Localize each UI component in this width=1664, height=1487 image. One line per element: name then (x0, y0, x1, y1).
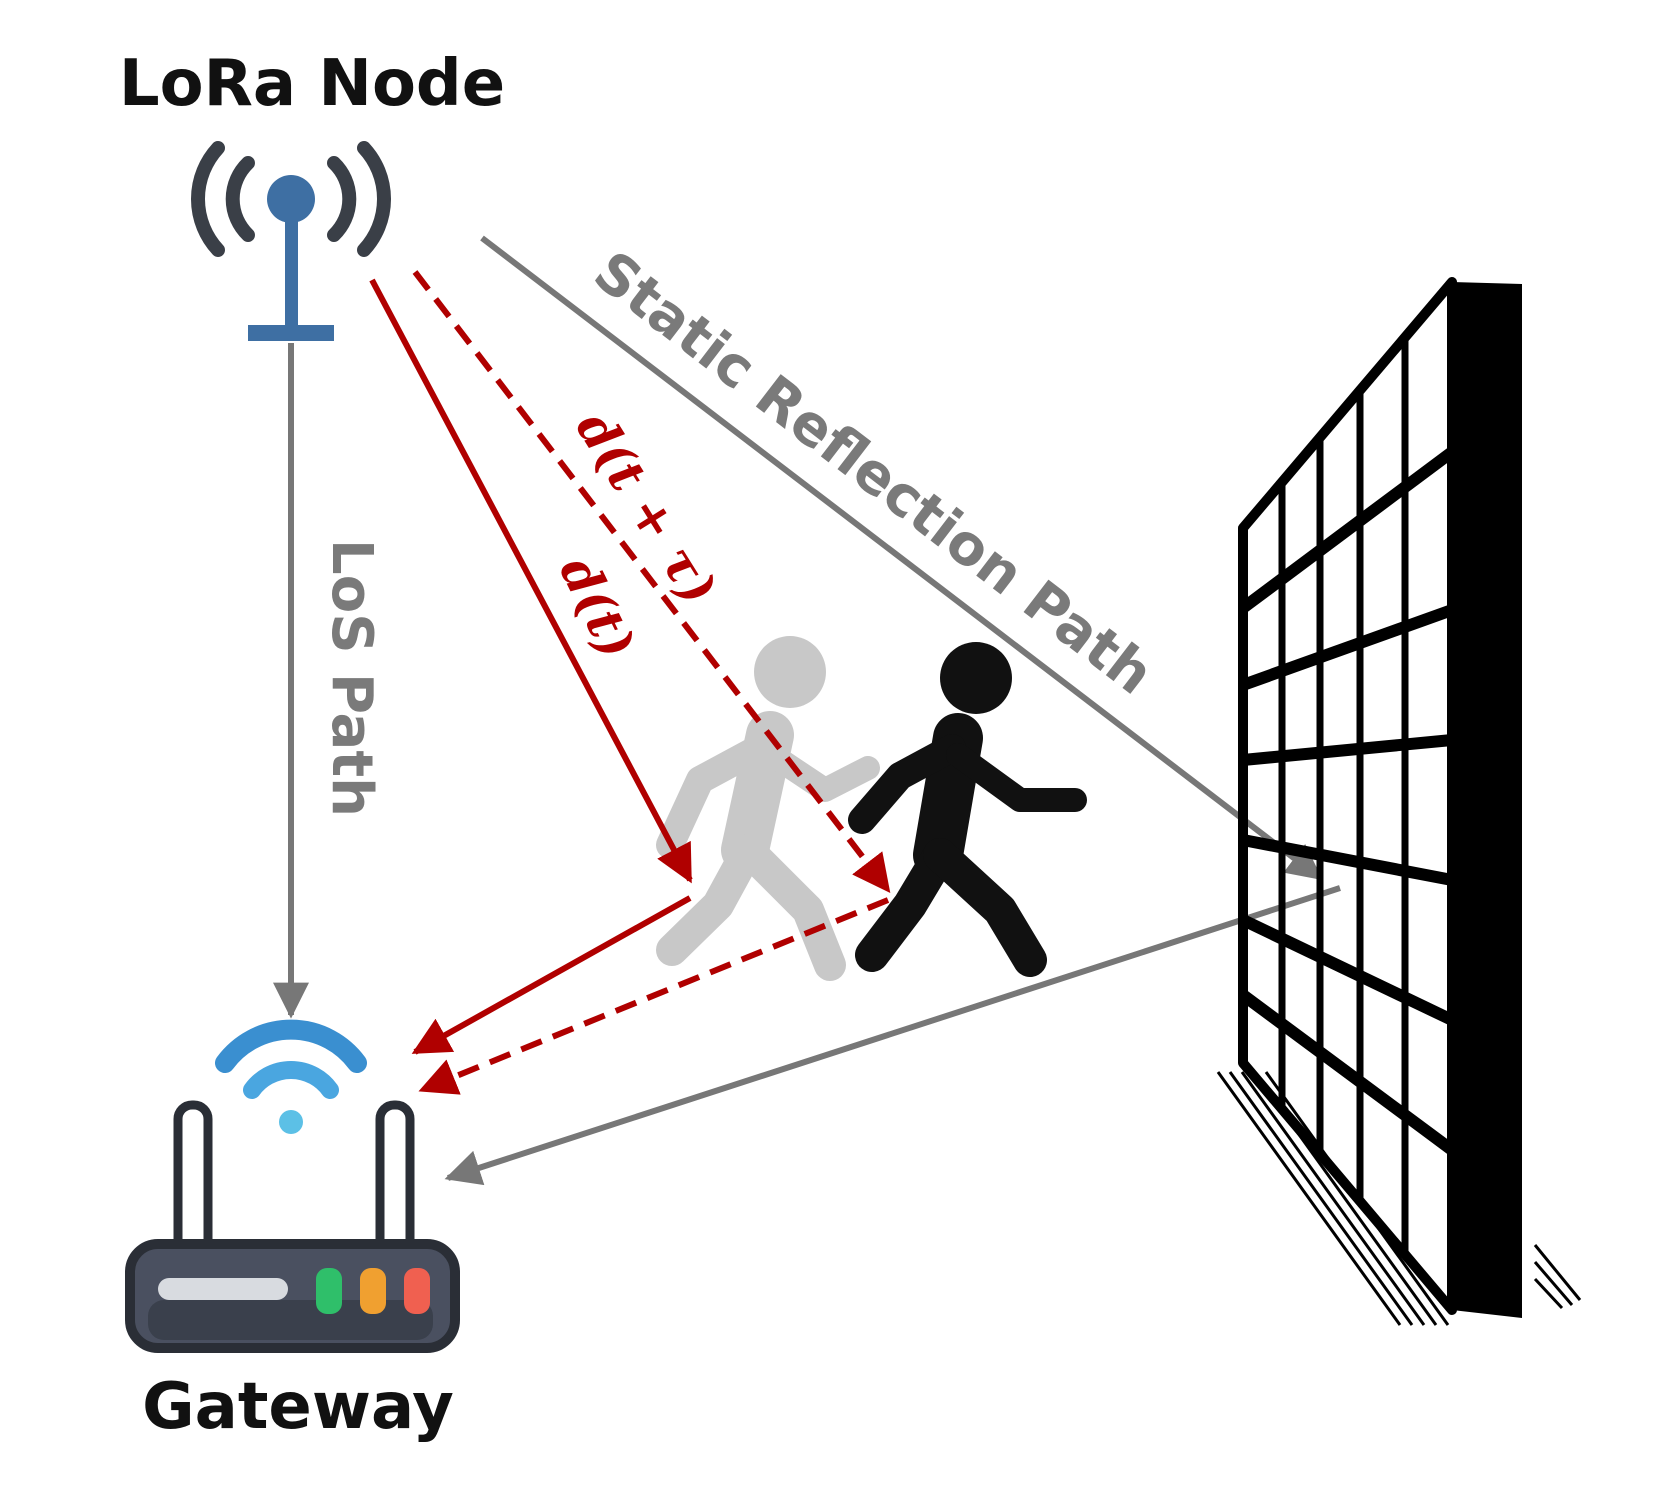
dynamic-path-t-tau-reflected (418, 897, 890, 1095)
dynamic-path-t-label: d(t) (548, 547, 647, 668)
signal-arcs (190, 141, 392, 257)
wall-icon (1216, 277, 1582, 1326)
dynamic-path-t-incident (369, 278, 693, 884)
dynamic-path-t-reflected (411, 895, 692, 1055)
dynamic-path-t-tau-incident (412, 270, 891, 894)
walking-person-ghost-icon (656, 636, 880, 981)
ground-hatch (1216, 1071, 1582, 1326)
los-path-label: LoS Path (319, 539, 384, 817)
static-reflection-label: Static Reflection Path (582, 239, 1165, 708)
static-path-reflected (444, 885, 1341, 1186)
wifi-icon (215, 1019, 367, 1134)
walking-person-icon (848, 642, 1087, 977)
static-path-incident (480, 235, 1323, 881)
antenna-icon (190, 141, 392, 341)
gateway-label: Gateway (142, 1370, 454, 1444)
router-icon (125, 1100, 460, 1353)
lora-node-label: LoRa Node (119, 47, 505, 121)
